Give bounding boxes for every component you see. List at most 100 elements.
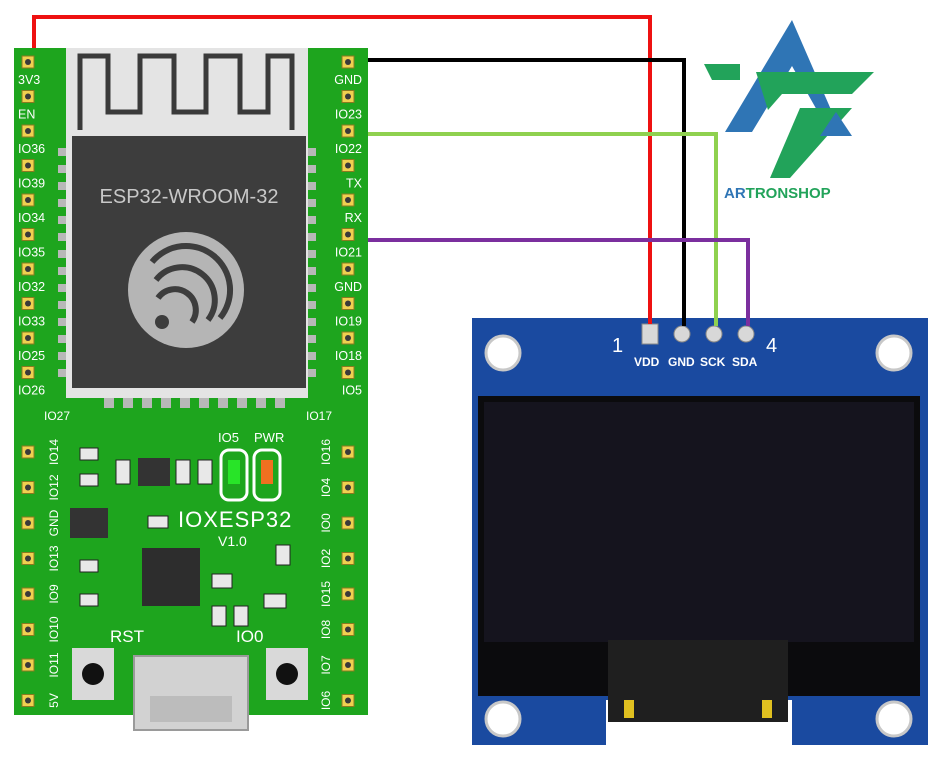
pin-label: IO15 <box>319 581 333 607</box>
pin-hole-icon <box>25 449 31 455</box>
logo-text-ar: AR <box>724 185 746 202</box>
pin-label: IO8 <box>319 620 333 640</box>
oled-pin-sck-icon <box>705 325 723 343</box>
pin-hole-icon <box>25 300 31 307</box>
module-pad <box>218 398 228 408</box>
pin-hole-icon <box>345 162 351 169</box>
board-name: IOXESP32 <box>178 507 292 532</box>
pin-label: IO34 <box>18 211 45 225</box>
oled-mount-hole-bl-icon <box>484 700 522 738</box>
rst-label: RST <box>110 627 144 646</box>
module-pad <box>58 233 66 241</box>
module-pad <box>275 398 285 408</box>
oled-pin-label-vdd: VDD <box>634 355 660 369</box>
module-label: ESP32-WROOM-32 <box>100 186 279 208</box>
oled-pin-number-4: 4 <box>766 335 777 357</box>
module-pad <box>58 199 66 207</box>
pin-hole-icon <box>25 626 31 633</box>
pin-hole-icon <box>345 93 351 100</box>
pin-hole-icon <box>25 266 31 272</box>
wire-io21-sda <box>368 238 750 326</box>
io0-button-cap-icon[interactable] <box>276 663 298 685</box>
module-pad <box>308 199 316 207</box>
module-pad <box>308 301 316 309</box>
module-pad <box>308 267 316 275</box>
pin-label: GND <box>334 280 362 294</box>
pin-hole-icon <box>345 662 351 668</box>
oled-mount-hole-tl-icon <box>484 334 522 372</box>
pin-label: TX <box>346 177 363 191</box>
pin-label: GND <box>47 509 61 536</box>
module-pad <box>308 284 316 292</box>
pin-label: EN <box>18 108 35 122</box>
module-pad <box>58 284 66 292</box>
module-pad <box>180 398 190 408</box>
module-pad <box>58 301 66 309</box>
pin-label: IO0 <box>319 513 333 533</box>
micro-usb-opening <box>150 696 232 722</box>
module-pad <box>58 250 66 258</box>
pin-hole-icon <box>345 231 351 238</box>
pin-label: IO23 <box>335 108 362 122</box>
module-pad <box>58 267 66 275</box>
led-pwr-outline <box>252 448 282 502</box>
io27-label: IO27 <box>44 409 70 423</box>
pin-label: IO32 <box>18 280 45 294</box>
oled-flex-pad-left <box>624 700 634 718</box>
oled-screen <box>484 402 914 642</box>
led-io5-label: IO5 <box>218 430 239 445</box>
oled-flex-cable <box>608 640 788 722</box>
logo-text-tron: TRON <box>746 185 789 202</box>
pin-hole-icon <box>345 197 351 203</box>
pin-label: IO19 <box>335 315 362 329</box>
module-pad <box>104 398 114 408</box>
pin-hole-icon <box>345 449 351 455</box>
rst-button-cap-icon[interactable] <box>82 663 104 685</box>
pin-hole-icon <box>345 520 351 526</box>
oled-pin-label-sck: SCK <box>700 355 726 369</box>
esp32-board: ESP32-WROOM-32 3V3ENIO36IO39IO34IO35IO32… <box>14 48 368 731</box>
pin-label: IO10 <box>47 616 61 642</box>
pin-label: IO18 <box>335 349 362 363</box>
smd-components <box>79 447 291 627</box>
pin-hole-icon <box>345 59 351 65</box>
wires <box>32 15 750 326</box>
pin-hole-icon <box>345 369 351 376</box>
pin-hole-icon <box>345 335 351 341</box>
pin-hole-icon <box>25 335 31 341</box>
pin-hole-icon <box>345 697 351 704</box>
module-pad <box>308 233 316 241</box>
module-pad <box>58 216 66 224</box>
pin-label: IO22 <box>335 142 362 156</box>
logo-green-stroke-icon <box>756 72 874 110</box>
module-pad <box>308 148 316 156</box>
module-pad <box>308 216 316 224</box>
logo-text: ARTRONSHOP <box>724 185 831 202</box>
pin-hole-icon <box>25 591 31 597</box>
pin-label: IO33 <box>18 315 45 329</box>
pin-label: 3V3 <box>18 73 40 87</box>
oled-pin-sda-icon <box>737 325 755 343</box>
logo-blue-triangle-icon <box>820 112 852 136</box>
pin-label: IO12 <box>47 474 61 500</box>
pin-label: IO5 <box>342 384 362 398</box>
antenna-trace <box>77 53 295 130</box>
oled-pin-vdd-icon <box>641 323 659 345</box>
pin-label: IO36 <box>18 142 45 156</box>
pin-hole-icon <box>25 231 31 238</box>
pin-hole-icon <box>345 626 351 633</box>
pin-label: IO6 <box>319 691 333 711</box>
led-io5-outline <box>219 448 249 502</box>
pin-label: IO26 <box>18 384 45 398</box>
module-pad <box>308 369 316 377</box>
pin-hole-icon <box>25 369 31 376</box>
module-pad <box>308 335 316 343</box>
module-pad <box>58 148 66 156</box>
module-pad <box>58 352 66 360</box>
module-pad <box>308 182 316 190</box>
oled-pin-label-sda: SDA <box>732 355 758 369</box>
